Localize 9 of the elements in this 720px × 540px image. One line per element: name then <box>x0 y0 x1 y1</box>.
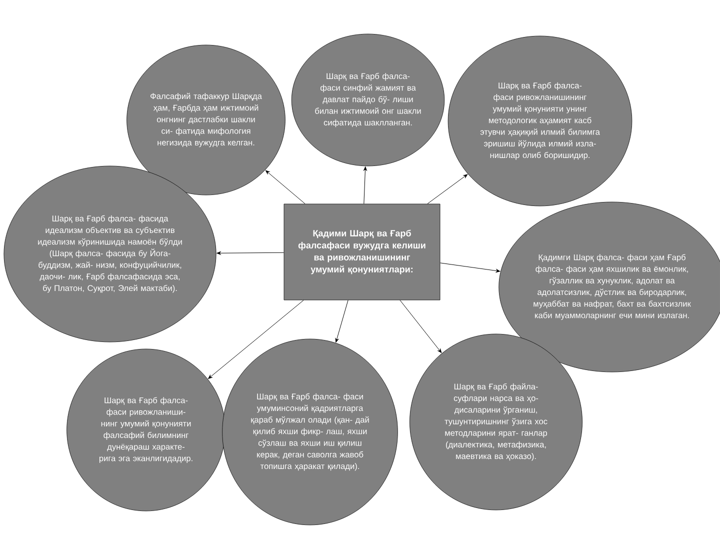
arrow <box>216 251 284 255</box>
arrow <box>440 262 500 272</box>
arrow <box>265 170 306 204</box>
arrow <box>208 300 304 379</box>
arrow <box>400 300 442 353</box>
arrow <box>364 166 367 204</box>
title-box: Қадими Шарқ ва Ғарб фалсафаси вужудга келиши ва ривожланишининг умумий қонуниятлари: <box>284 204 440 300</box>
arrow <box>427 174 468 204</box>
arrow <box>335 300 348 342</box>
